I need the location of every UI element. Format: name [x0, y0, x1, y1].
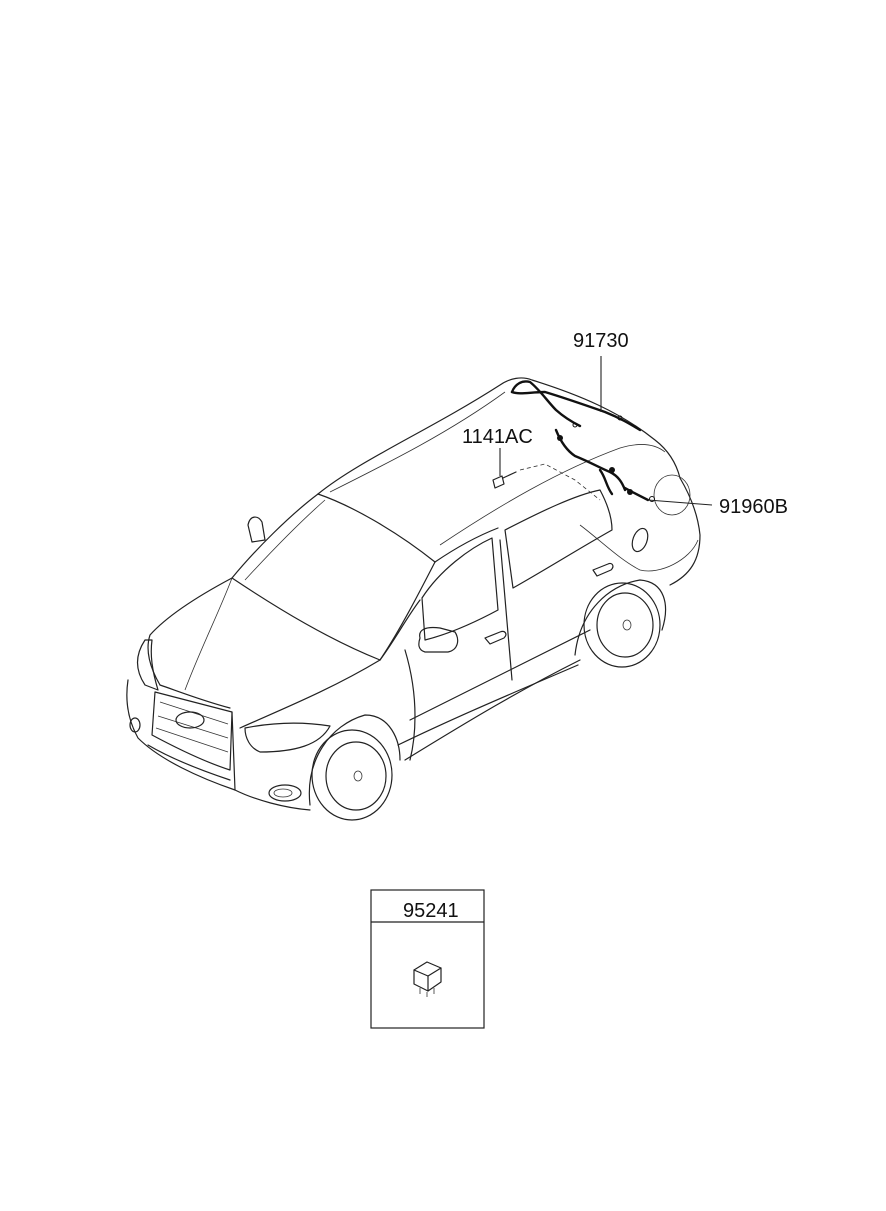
leader-91960B — [647, 499, 713, 506]
relay-icon — [413, 961, 442, 997]
bolt-fastener — [492, 471, 517, 489]
callout-91960B: 91960B — [719, 496, 788, 518]
vehicle-illustration — [126, 377, 701, 821]
callout-91730: 91730 — [573, 330, 629, 352]
part-box-label: 95241 — [403, 900, 459, 922]
part-box-frame — [370, 889, 485, 1029]
callout-1141AC: 1141AC — [462, 426, 533, 448]
part-box-95241: 95241 — [370, 889, 485, 1029]
roof-wire-harness — [510, 380, 655, 502]
